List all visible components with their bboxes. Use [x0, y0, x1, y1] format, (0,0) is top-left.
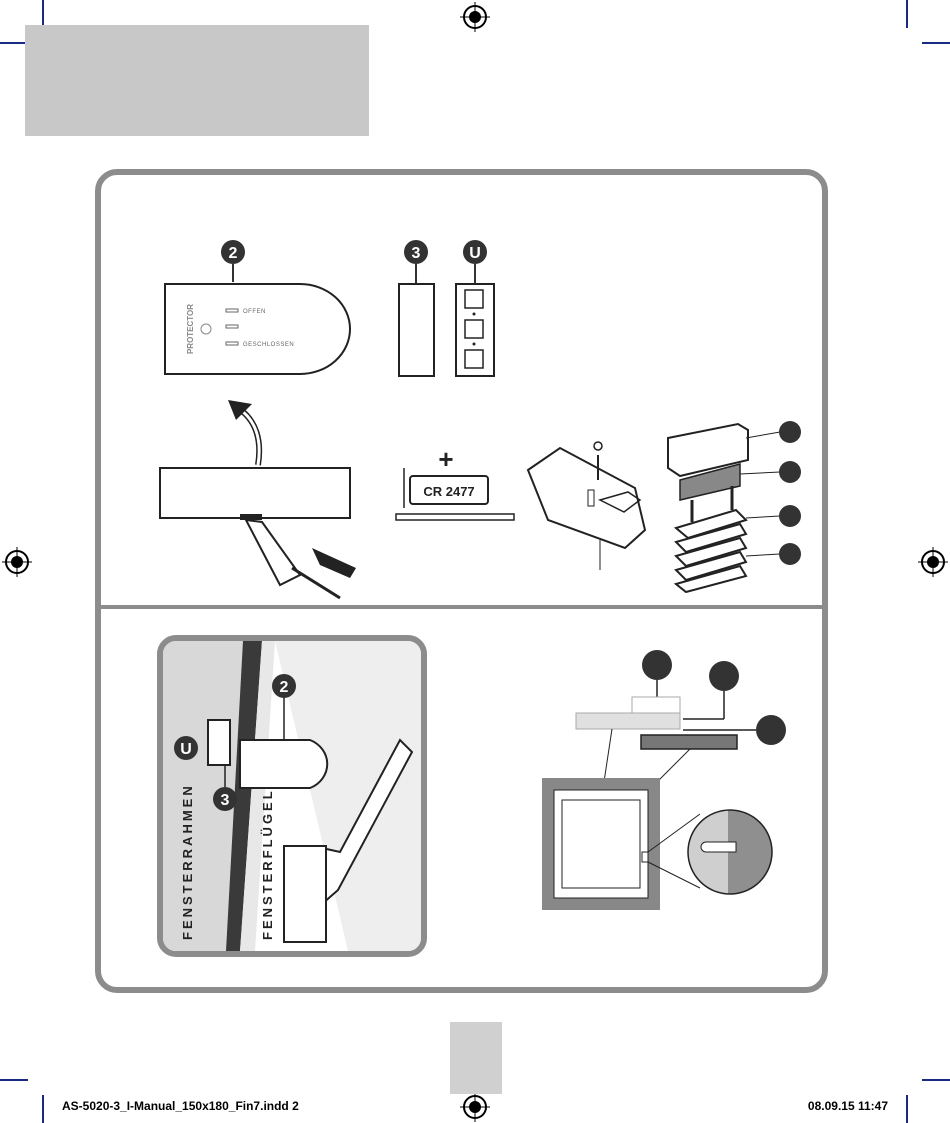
- callout-magnet: 3: [404, 240, 428, 284]
- frame-label: FENSTERRAHMEN: [180, 783, 195, 940]
- battery-plus-sign: +: [438, 444, 453, 474]
- sash-label: FENSTERFLÜGEL: [260, 788, 275, 940]
- battery-type-label: CR 2477: [423, 484, 474, 499]
- footer-file-name: AS-5020-3_I-Manual_150x180_Fin7.indd 2: [62, 1099, 299, 1113]
- callout-spacer: U: [463, 240, 487, 284]
- exploded-view: [668, 421, 801, 592]
- mounting-plate-illustration: [528, 442, 645, 570]
- led-closed-label: GESCHLOSSEN: [243, 342, 294, 348]
- page-number-tab: [450, 1022, 502, 1094]
- callout-spacer-label: U: [469, 245, 481, 262]
- battery-illustration: + CR 2477: [396, 444, 514, 520]
- open-housing-illustration: [160, 400, 356, 598]
- window-placement-diagram: [542, 650, 786, 910]
- install-callout-magnet-label: 3: [221, 792, 230, 809]
- install-callout-spacer-label: U: [180, 741, 192, 758]
- brand-logo: PROTECTOR: [186, 304, 195, 354]
- footer-date-time: 08.09.15 11:47: [808, 1099, 888, 1113]
- sensor-main-unit: PROTECTOR OFFEN GESCHLOSSEN: [165, 284, 350, 374]
- callout-magnet-label: 3: [412, 245, 421, 262]
- led-open-label: OFFEN: [243, 309, 266, 315]
- installation-illustration: 2 U 3 FENSTERRAHMEN FENSTERFLÜGEL: [160, 638, 424, 954]
- spacer-part: [456, 284, 494, 376]
- callout-main-unit: 2: [221, 240, 245, 282]
- callout-main-unit-label: 2: [229, 245, 238, 262]
- install-callout-main-unit-label: 2: [280, 679, 289, 696]
- magnet-part: [399, 284, 434, 376]
